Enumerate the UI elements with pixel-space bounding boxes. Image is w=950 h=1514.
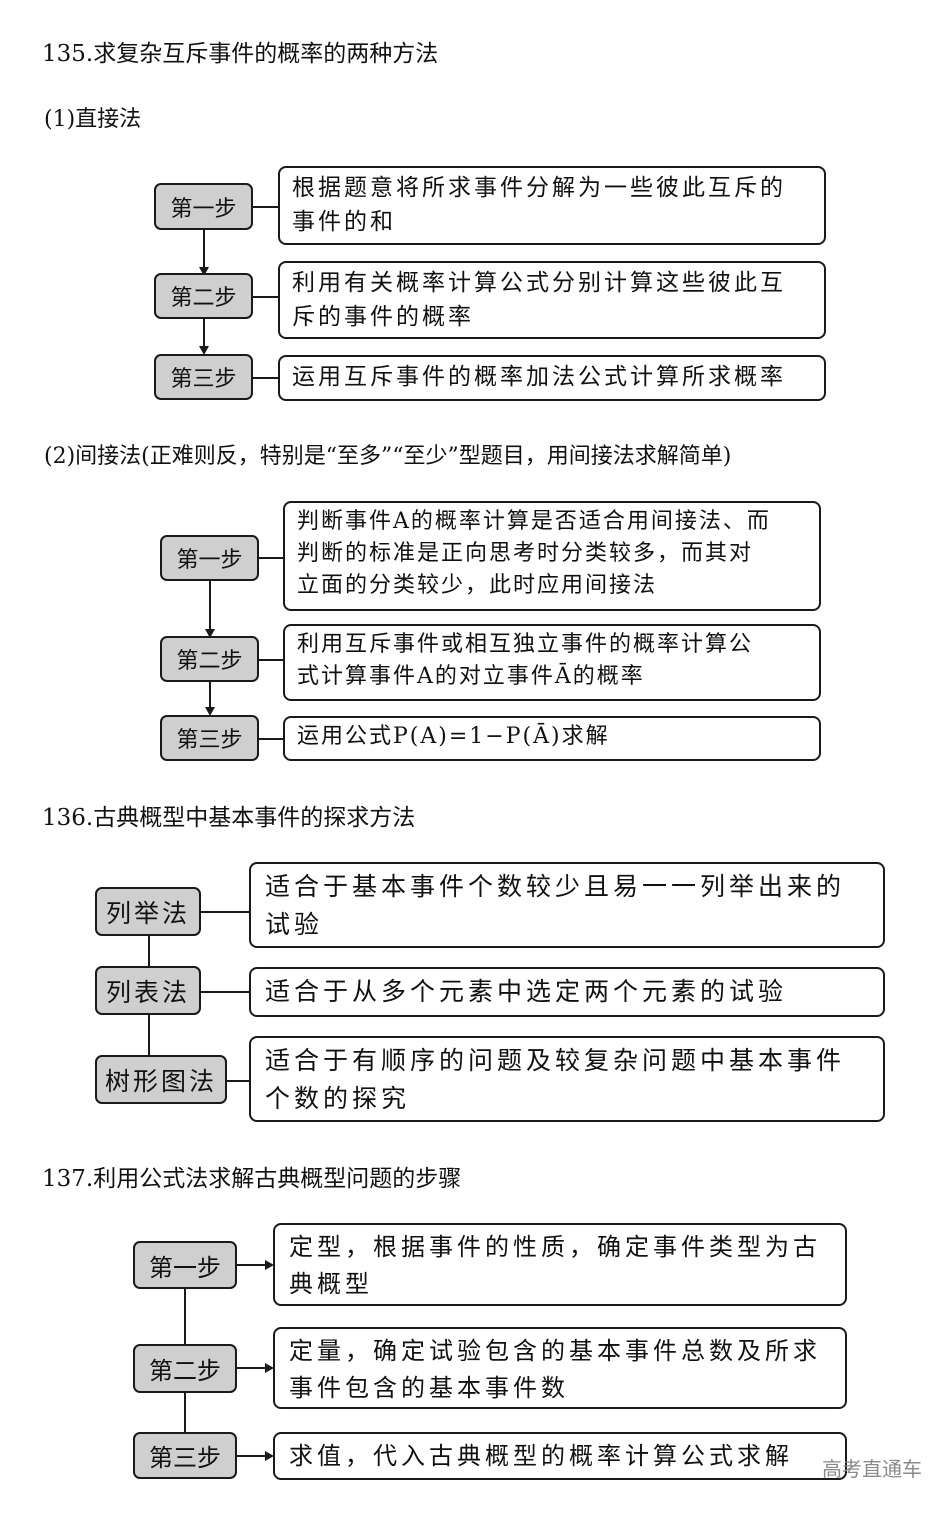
connector-line	[258, 659, 284, 661]
indirect-method-heading: (2)间接法(正难则反，特别是“至多”“至少”型题目，用间接法求解简单)	[44, 444, 732, 469]
arrow-down-icon	[205, 707, 215, 716]
direct-step-3-box: 运用互斥事件的概率加法公式计算所求概率	[278, 355, 826, 401]
classical-step-2-label: 第二步	[133, 1344, 237, 1393]
connector-line	[258, 738, 284, 740]
method-tree-diagram-label: 树形图法	[95, 1055, 227, 1104]
connector-line	[203, 318, 205, 348]
arrow-down-icon	[205, 629, 215, 638]
arrow-right-icon	[265, 1451, 274, 1461]
direct-step-1-line-1: 根据题意将所求事件分解为一些彼此互斥的	[292, 175, 786, 201]
connector-line	[209, 580, 211, 632]
connector-line	[184, 1289, 186, 1345]
direct-step-3-line-1: 运用互斥事件的概率加法公式计算所求概率	[292, 364, 786, 390]
method-tree-diagram-line-1: 适合于有顺序的问题及较复杂问题中基本事件	[265, 1046, 846, 1075]
connector-line	[203, 230, 205, 270]
classical-step-3-label: 第三步	[133, 1432, 237, 1479]
direct-step-1-box: 根据题意将所求事件分解为一些彼此互斥的 事件的和	[278, 166, 826, 245]
arrow-down-icon	[199, 267, 209, 276]
connector-line	[252, 206, 280, 208]
section-135-title: 135.求复杂互斥事件的概率的两种方法	[42, 41, 439, 67]
indirect-step-2-box: 利用互斥事件或相互独立事件的概率计算公 式计算事件A的对立事件Ā的概率	[283, 624, 821, 701]
classical-step-3-box: 求值，代入古典概型的概率计算公式求解	[273, 1432, 847, 1480]
section-137-title: 137.利用公式法求解古典概型问题的步骤	[42, 1166, 462, 1192]
method-tree-diagram-box: 适合于有顺序的问题及较复杂问题中基本事件 个数的探究	[249, 1036, 885, 1122]
classical-step-2-box: 定量，确定试验包含的基本事件总数及所求 事件包含的基本事件数	[273, 1327, 847, 1409]
watermark-text: 高考直通车	[822, 1457, 922, 1481]
connector-line	[200, 911, 251, 913]
direct-step-2-box: 利用有关概率计算公式分别计算这些彼此互 斥的事件的概率	[278, 261, 826, 339]
indirect-step-1-line-3: 立面的分类较少，此时应用间接法	[297, 573, 658, 598]
classical-step-1-line-2: 典概型	[289, 1270, 373, 1298]
classical-step-3-line-1: 求值，代入古典概型的概率计算公式求解	[289, 1442, 793, 1470]
direct-step-1-line-2: 事件的和	[292, 209, 396, 235]
direct-method-heading: (1)直接法	[44, 107, 142, 132]
connector-line	[209, 681, 211, 709]
indirect-step-2-label: 第二步	[160, 636, 259, 682]
classical-step-2-line-1: 定量，确定试验包含的基本事件总数及所求	[289, 1337, 821, 1365]
indirect-step-3-label: 第三步	[160, 715, 259, 761]
connector-line	[252, 296, 280, 298]
direct-step-2-line-2: 斥的事件的概率	[292, 304, 474, 330]
method-enumeration-box: 适合于基本事件个数较少且易一一列举出来的 试验	[249, 862, 885, 948]
connector-line	[184, 1392, 186, 1433]
connector-line	[148, 935, 150, 967]
method-table-box: 适合于从多个元素中选定两个元素的试验	[249, 967, 885, 1017]
arrow-right-icon	[265, 1363, 274, 1373]
connector-line	[252, 377, 280, 379]
method-tree-diagram-line-2: 个数的探究	[265, 1084, 411, 1113]
connector-line	[200, 991, 251, 993]
method-table-line-1: 适合于从多个元素中选定两个元素的试验	[265, 977, 788, 1006]
method-enumeration-label: 列举法	[95, 887, 201, 936]
connector-line	[236, 1455, 266, 1457]
indirect-step-2-line-2: 式计算事件A的对立事件Ā的概率	[297, 664, 645, 689]
classical-step-1-label: 第一步	[133, 1241, 237, 1289]
indirect-step-1-line-2: 判断的标准是正向思考时分类较多，而其对	[297, 541, 754, 566]
classical-step-1-line-1: 定型，根据事件的性质，确定事件类型为古	[289, 1233, 821, 1261]
indirect-step-3-line-1: 运用公式P(A)=1−P(Ā)求解	[297, 724, 610, 749]
indirect-step-2-line-1: 利用互斥事件或相互独立事件的概率计算公	[297, 632, 754, 657]
section-136-title: 136.古典概型中基本事件的探求方法	[42, 805, 416, 831]
connector-line	[148, 1014, 150, 1056]
direct-step-2-label: 第二步	[154, 273, 253, 319]
classical-step-1-box: 定型，根据事件的性质，确定事件类型为古 典概型	[273, 1223, 847, 1306]
indirect-step-3-box: 运用公式P(A)=1−P(Ā)求解	[283, 716, 821, 761]
indirect-step-1-line-1: 判断事件A的概率计算是否适合用间接法、而	[297, 509, 771, 534]
connector-line	[258, 557, 284, 559]
indirect-step-1-label: 第一步	[160, 535, 259, 581]
connector-line	[226, 1080, 251, 1082]
method-enumeration-line-2: 试验	[265, 910, 324, 939]
classical-step-2-line-2: 事件包含的基本事件数	[289, 1374, 569, 1402]
direct-step-2-line-1: 利用有关概率计算公式分别计算这些彼此互	[292, 270, 786, 296]
arrow-down-icon	[199, 346, 209, 355]
indirect-step-1-box: 判断事件A的概率计算是否适合用间接法、而 判断的标准是正向思考时分类较多，而其对…	[283, 501, 821, 611]
connector-line	[236, 1367, 266, 1369]
connector-line	[236, 1264, 266, 1266]
arrow-right-icon	[265, 1260, 274, 1270]
direct-step-1-label: 第一步	[154, 183, 253, 230]
direct-step-3-label: 第三步	[154, 354, 253, 400]
method-table-label: 列表法	[95, 966, 201, 1015]
method-enumeration-line-1: 适合于基本事件个数较少且易一一列举出来的	[265, 872, 846, 901]
